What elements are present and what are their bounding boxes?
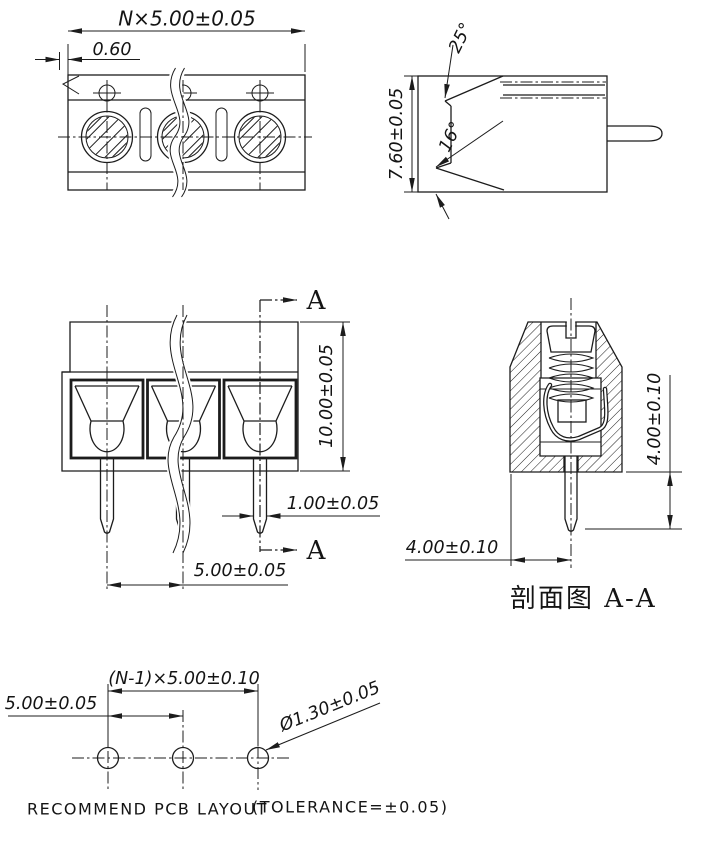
break-line [169,67,181,198]
dim-label-pin-width: 1.00±0.05 [287,494,380,514]
top-view: N×5.00±0.05 0.60 [35,7,312,202]
dim-label-center-offset: 4.00±0.10 [406,538,499,558]
dim-label-hole-pitch: 5.00±0.05 [5,694,98,714]
section-line-A: A A [259,286,327,566]
dim-label-pin-length: 4.00±0.10 [645,373,665,466]
break-line [167,314,184,554]
dim-label-body-height: 7.60±0.05 [387,88,407,181]
section-label-bottom: A [306,536,327,566]
break-line [177,314,194,554]
angle-label-lower: 16° [435,119,467,156]
screw-slot [565,322,577,339]
screw-threads [548,353,595,403]
section-label-top: A [306,286,327,316]
front-view: A A 10.00±0.05 1.00±0.05 5.00±0.05 [61,286,380,590]
side-view: 7.60±0.05 25° 16° [387,20,663,220]
angle-label-upper: 25° [445,20,477,57]
tolerance-note: (TOLERANCE=±0.05) [252,798,448,817]
section-caption: 剖面图 A-A [510,584,657,614]
dim-label-front-height: 10.00±0.05 [317,344,337,448]
solder-pin [607,125,663,142]
dim-label-offset: 0.60 [93,40,132,60]
pcb-layout-view: (N-1)×5.00±0.10 5.00±0.05 Ø1.30±0.05 REC… [5,669,448,819]
vent-slot [215,107,228,162]
vent-slot [139,107,152,162]
wire-opening [222,378,298,460]
dim-label-hole-span: (N-1)×5.00±0.10 [108,669,259,689]
dim-label-front-pitch: 5.00±0.05 [194,561,287,581]
section-view: 4.00±0.10 4.00±0.10 剖面图 A-A [405,298,682,614]
pcb-caption: RECOMMEND PCB LAYOUT [27,800,268,819]
clamp-block [557,399,587,423]
screw-head-section [546,325,596,353]
dim-label-hole-diameter: Ø1.30±0.05 [276,678,383,737]
funnel-mark [61,75,80,95]
dim-label-top-pitch: N×5.00±0.05 [118,7,256,31]
section-body [509,321,623,473]
